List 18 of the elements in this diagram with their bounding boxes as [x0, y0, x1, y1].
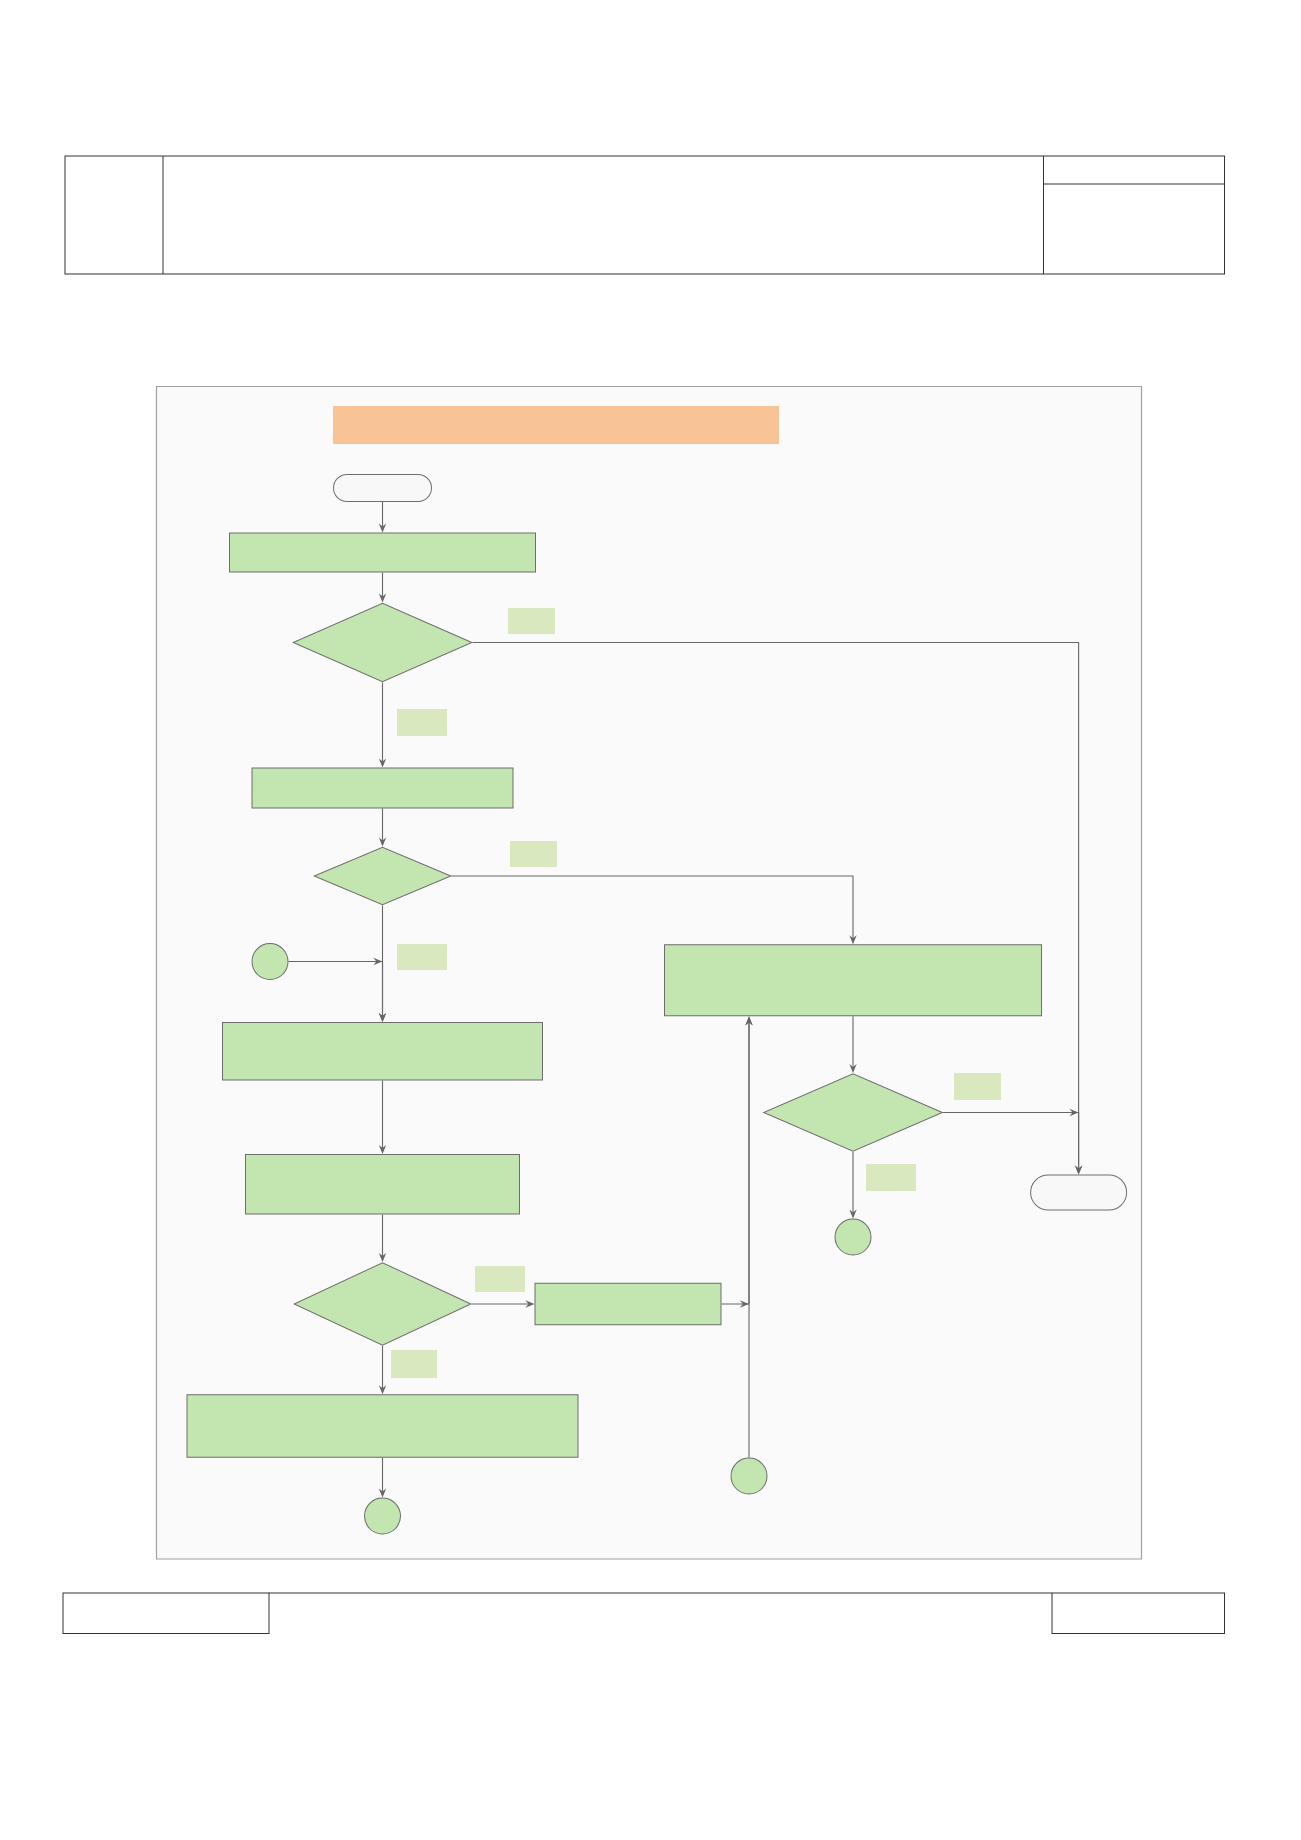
process-box	[229, 532, 536, 573]
process-box	[251, 767, 514, 809]
connector-circle	[730, 1457, 768, 1495]
decision-diamond	[313, 846, 452, 906]
connector-circle	[834, 1218, 872, 1256]
process-box	[245, 1154, 520, 1215]
decision-diamond	[293, 1262, 472, 1346]
process-box	[664, 944, 1042, 1017]
title-bar	[333, 406, 779, 444]
connector-circle	[364, 1497, 401, 1535]
connector-circle	[251, 943, 289, 980]
terminal-shape	[1030, 1174, 1128, 1211]
terminal-shape	[333, 474, 432, 502]
process-box	[186, 1394, 579, 1458]
process-box	[222, 1022, 543, 1081]
decision-diamond	[292, 602, 473, 683]
decision-diamond	[763, 1073, 943, 1152]
process-box	[534, 1282, 722, 1326]
